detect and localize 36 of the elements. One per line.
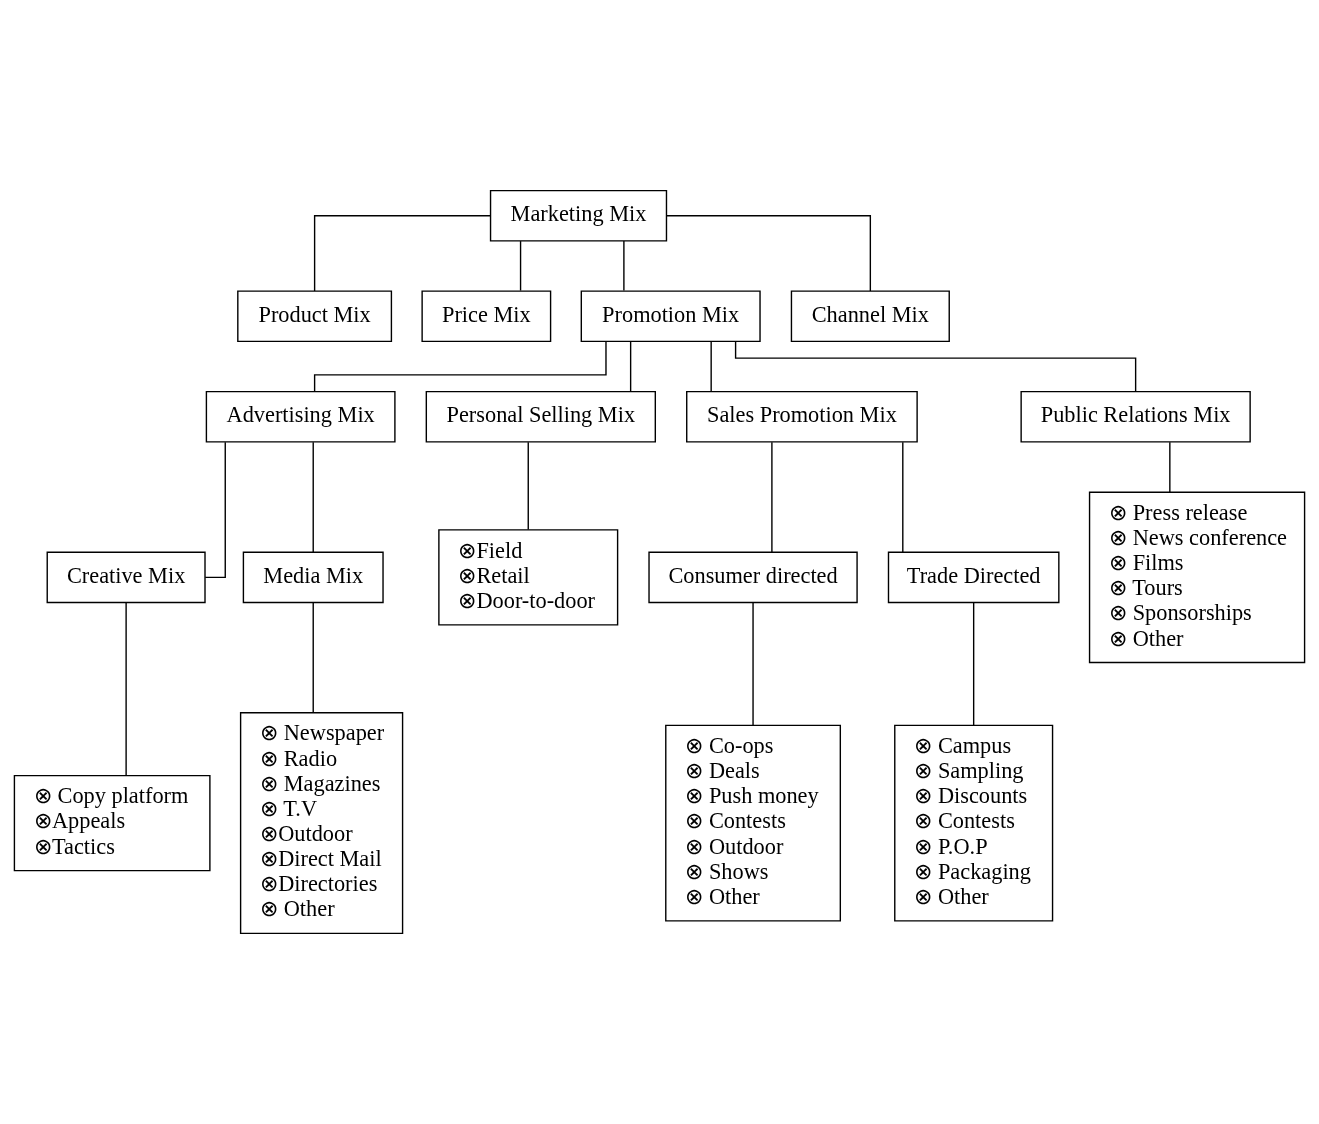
connector: [752, 602, 754, 726]
connector: [771, 441, 773, 553]
node-box: Creative Mix: [46, 551, 206, 604]
node-box: Advertising Mix: [205, 390, 396, 443]
node-box: Sales Promotion Mix: [686, 390, 918, 443]
connector: [902, 441, 904, 553]
node-box: Personal Selling Mix: [425, 390, 656, 443]
connector: [734, 340, 1137, 393]
connector: [623, 240, 625, 292]
node-box: ⊗ Copy platform ⊗Appeals ⊗Tactics: [13, 774, 211, 872]
connector: [710, 340, 712, 392]
node-box: Product Mix: [237, 290, 393, 343]
node-box: ⊗ Campus ⊗ Sampling ⊗ Discounts ⊗ Contests ⊗ P.O.P ⊗ Packaging ⊗ Other: [894, 724, 1054, 922]
node-box: Price Mix: [421, 290, 552, 343]
connector: [527, 441, 529, 531]
node-box: Media Mix: [242, 551, 384, 604]
node-box: Promotion Mix: [580, 290, 761, 343]
node-box: ⊗ Newspaper ⊗ Radio ⊗ Magazines ⊗ T.V ⊗Outdoor ⊗Direct Mail ⊗Directories ⊗ Other: [239, 712, 404, 935]
connector: [312, 602, 314, 714]
node-box: Trade Directed: [887, 551, 1060, 604]
node-box: Channel Mix: [790, 290, 950, 343]
connector: [125, 602, 127, 776]
connector: [1169, 441, 1171, 493]
connector: [312, 441, 314, 553]
node-box: ⊗ Co-ops ⊗ Deals ⊗ Push money ⊗ Contests ⊗ Outdoor ⊗ Shows ⊗ Other: [665, 724, 842, 922]
connector: [313, 215, 491, 292]
connector: [666, 215, 872, 292]
node-box: Consumer directed: [648, 551, 858, 604]
node-box: Public Relations Mix: [1020, 390, 1251, 443]
connector: [972, 602, 975, 726]
node-box: ⊗ Press release ⊗ News conference ⊗ Films ⊗ Tours ⊗ Sponsorships ⊗ Other: [1088, 491, 1306, 664]
node-box: Marketing Mix: [489, 189, 668, 242]
connector: [204, 441, 226, 579]
connector: [629, 340, 632, 392]
connector: [519, 240, 522, 292]
node-box: ⊗Field ⊗Retail ⊗Door-to-door: [438, 529, 619, 626]
